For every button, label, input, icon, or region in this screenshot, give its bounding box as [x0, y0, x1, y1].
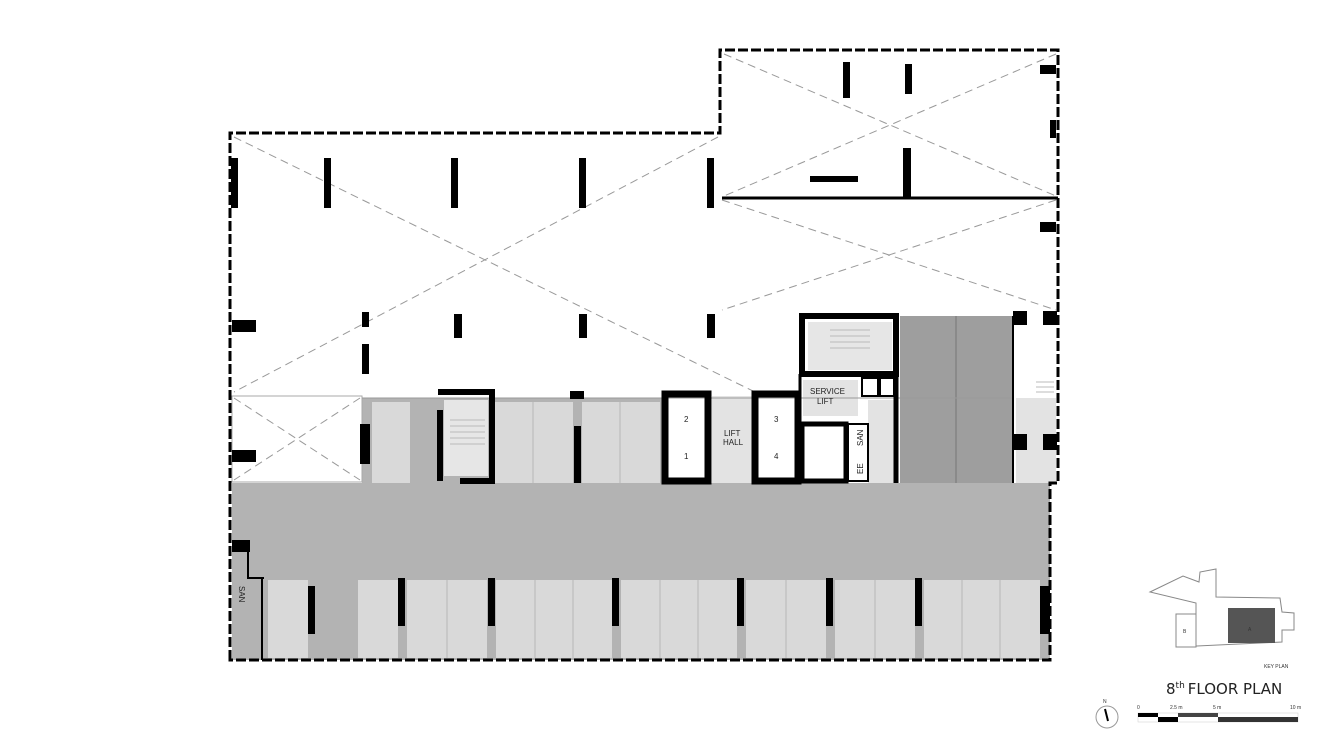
scale-bar: 0 2.5 m 5 m 10 m	[1137, 705, 1301, 723]
scale-label-0: 0	[1137, 705, 1140, 711]
lift-hall-label: LIFT	[724, 429, 741, 438]
lift-hall-label-2: HALL	[723, 438, 744, 447]
room-labels: 1 2 3 4 LIFT HALL SERVICE LIFT SAN EE SA…	[237, 387, 865, 603]
service-lift-label: SERVICE	[810, 387, 845, 396]
key-zone-a: A	[1248, 627, 1252, 633]
lift-1-label: 1	[684, 452, 689, 461]
columns	[231, 62, 1057, 634]
void-markings	[233, 53, 1057, 481]
north-arrow: N	[1095, 699, 1119, 729]
stairs	[450, 329, 1054, 445]
ee-label: EE	[856, 463, 865, 474]
shaded-areas	[232, 316, 1056, 660]
scale-label-1: 2.5 m	[1170, 705, 1183, 711]
scale-label-3: 10 m	[1290, 705, 1301, 711]
scale-label-2: 5 m	[1213, 705, 1221, 711]
key-plan-label: KEY PLAN	[1264, 664, 1289, 670]
key-plan: A B KEY PLAN	[1148, 568, 1295, 670]
service-lift-label-2: LIFT	[817, 397, 834, 406]
san-core-label: SAN	[856, 429, 865, 446]
core-walls	[232, 313, 1014, 660]
key-zone-b: B	[1183, 629, 1187, 635]
lift-2-label: 2	[684, 415, 689, 424]
north-label: N	[1103, 699, 1107, 705]
corridor	[232, 483, 1050, 578]
lift-3-label: 3	[774, 415, 779, 424]
lift-4-label: 4	[774, 452, 779, 461]
san-left-label: SAN	[237, 586, 246, 603]
